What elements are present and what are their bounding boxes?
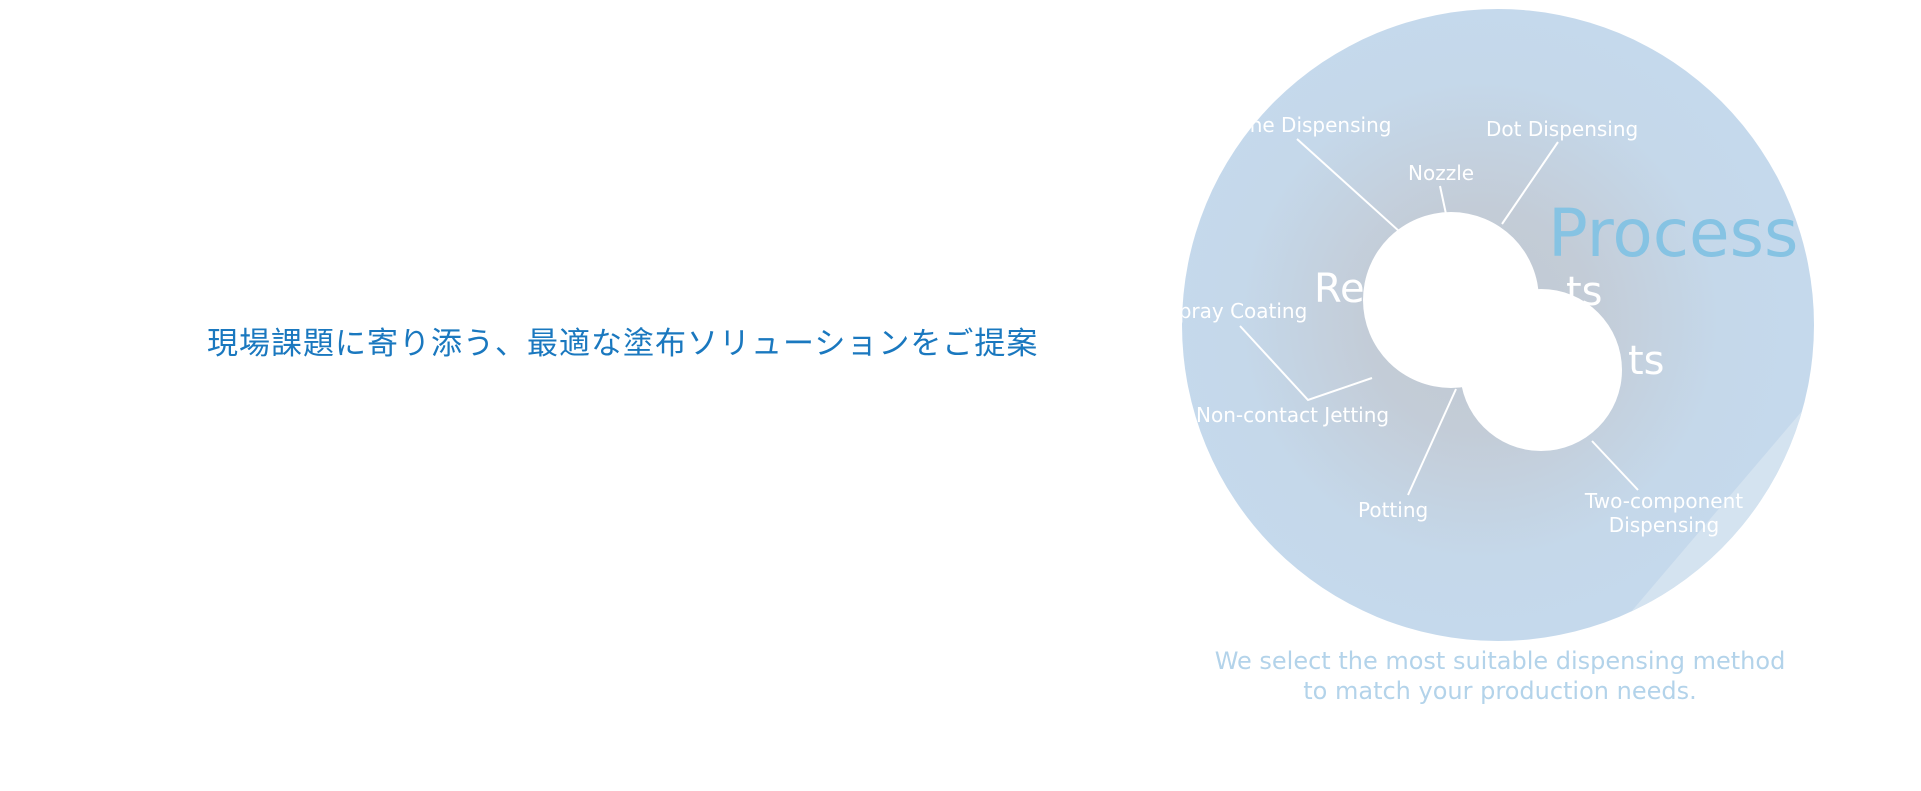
fragment-lower-right: ts [1628,338,1665,384]
label-potting: Potting [1358,498,1428,522]
fragment-upper-left: Re [1314,266,1365,312]
label-non-contact-jetting: Non-contact Jetting [1196,403,1389,427]
label-nozzle: Nozzle [1408,161,1474,185]
caption-line-2: to match your production needs. [1303,677,1697,705]
leader-dot-dispensing [1501,141,1559,225]
label-two-component-line2: Dispensing [1609,513,1719,537]
label-two-component-line1: Two-component [1584,489,1743,513]
caption: We select the most suitable dispensing m… [1200,646,1800,706]
leader-nozzle [1439,185,1447,215]
label-spray-coating: Spray Coating [1166,299,1307,323]
inner-hole-lower [1460,289,1622,451]
label-dot-dispensing: Dot Dispensing [1486,117,1638,141]
leader-spray-coating [1239,325,1373,402]
label-line-dispensing: Line Dispensing [1233,113,1391,137]
leader-line-dispensing [1296,138,1401,233]
center-word-process: Process [1548,195,1798,272]
caption-line-1: We select the most suitable dispensing m… [1214,647,1786,675]
fragment-upper-right: ts [1566,269,1603,315]
page-headline: 現場課題に寄り添う、最適な塗布ソリューションをご提案 [207,326,1039,362]
leader-two-component [1591,440,1639,491]
leader-potting [1407,388,1457,496]
